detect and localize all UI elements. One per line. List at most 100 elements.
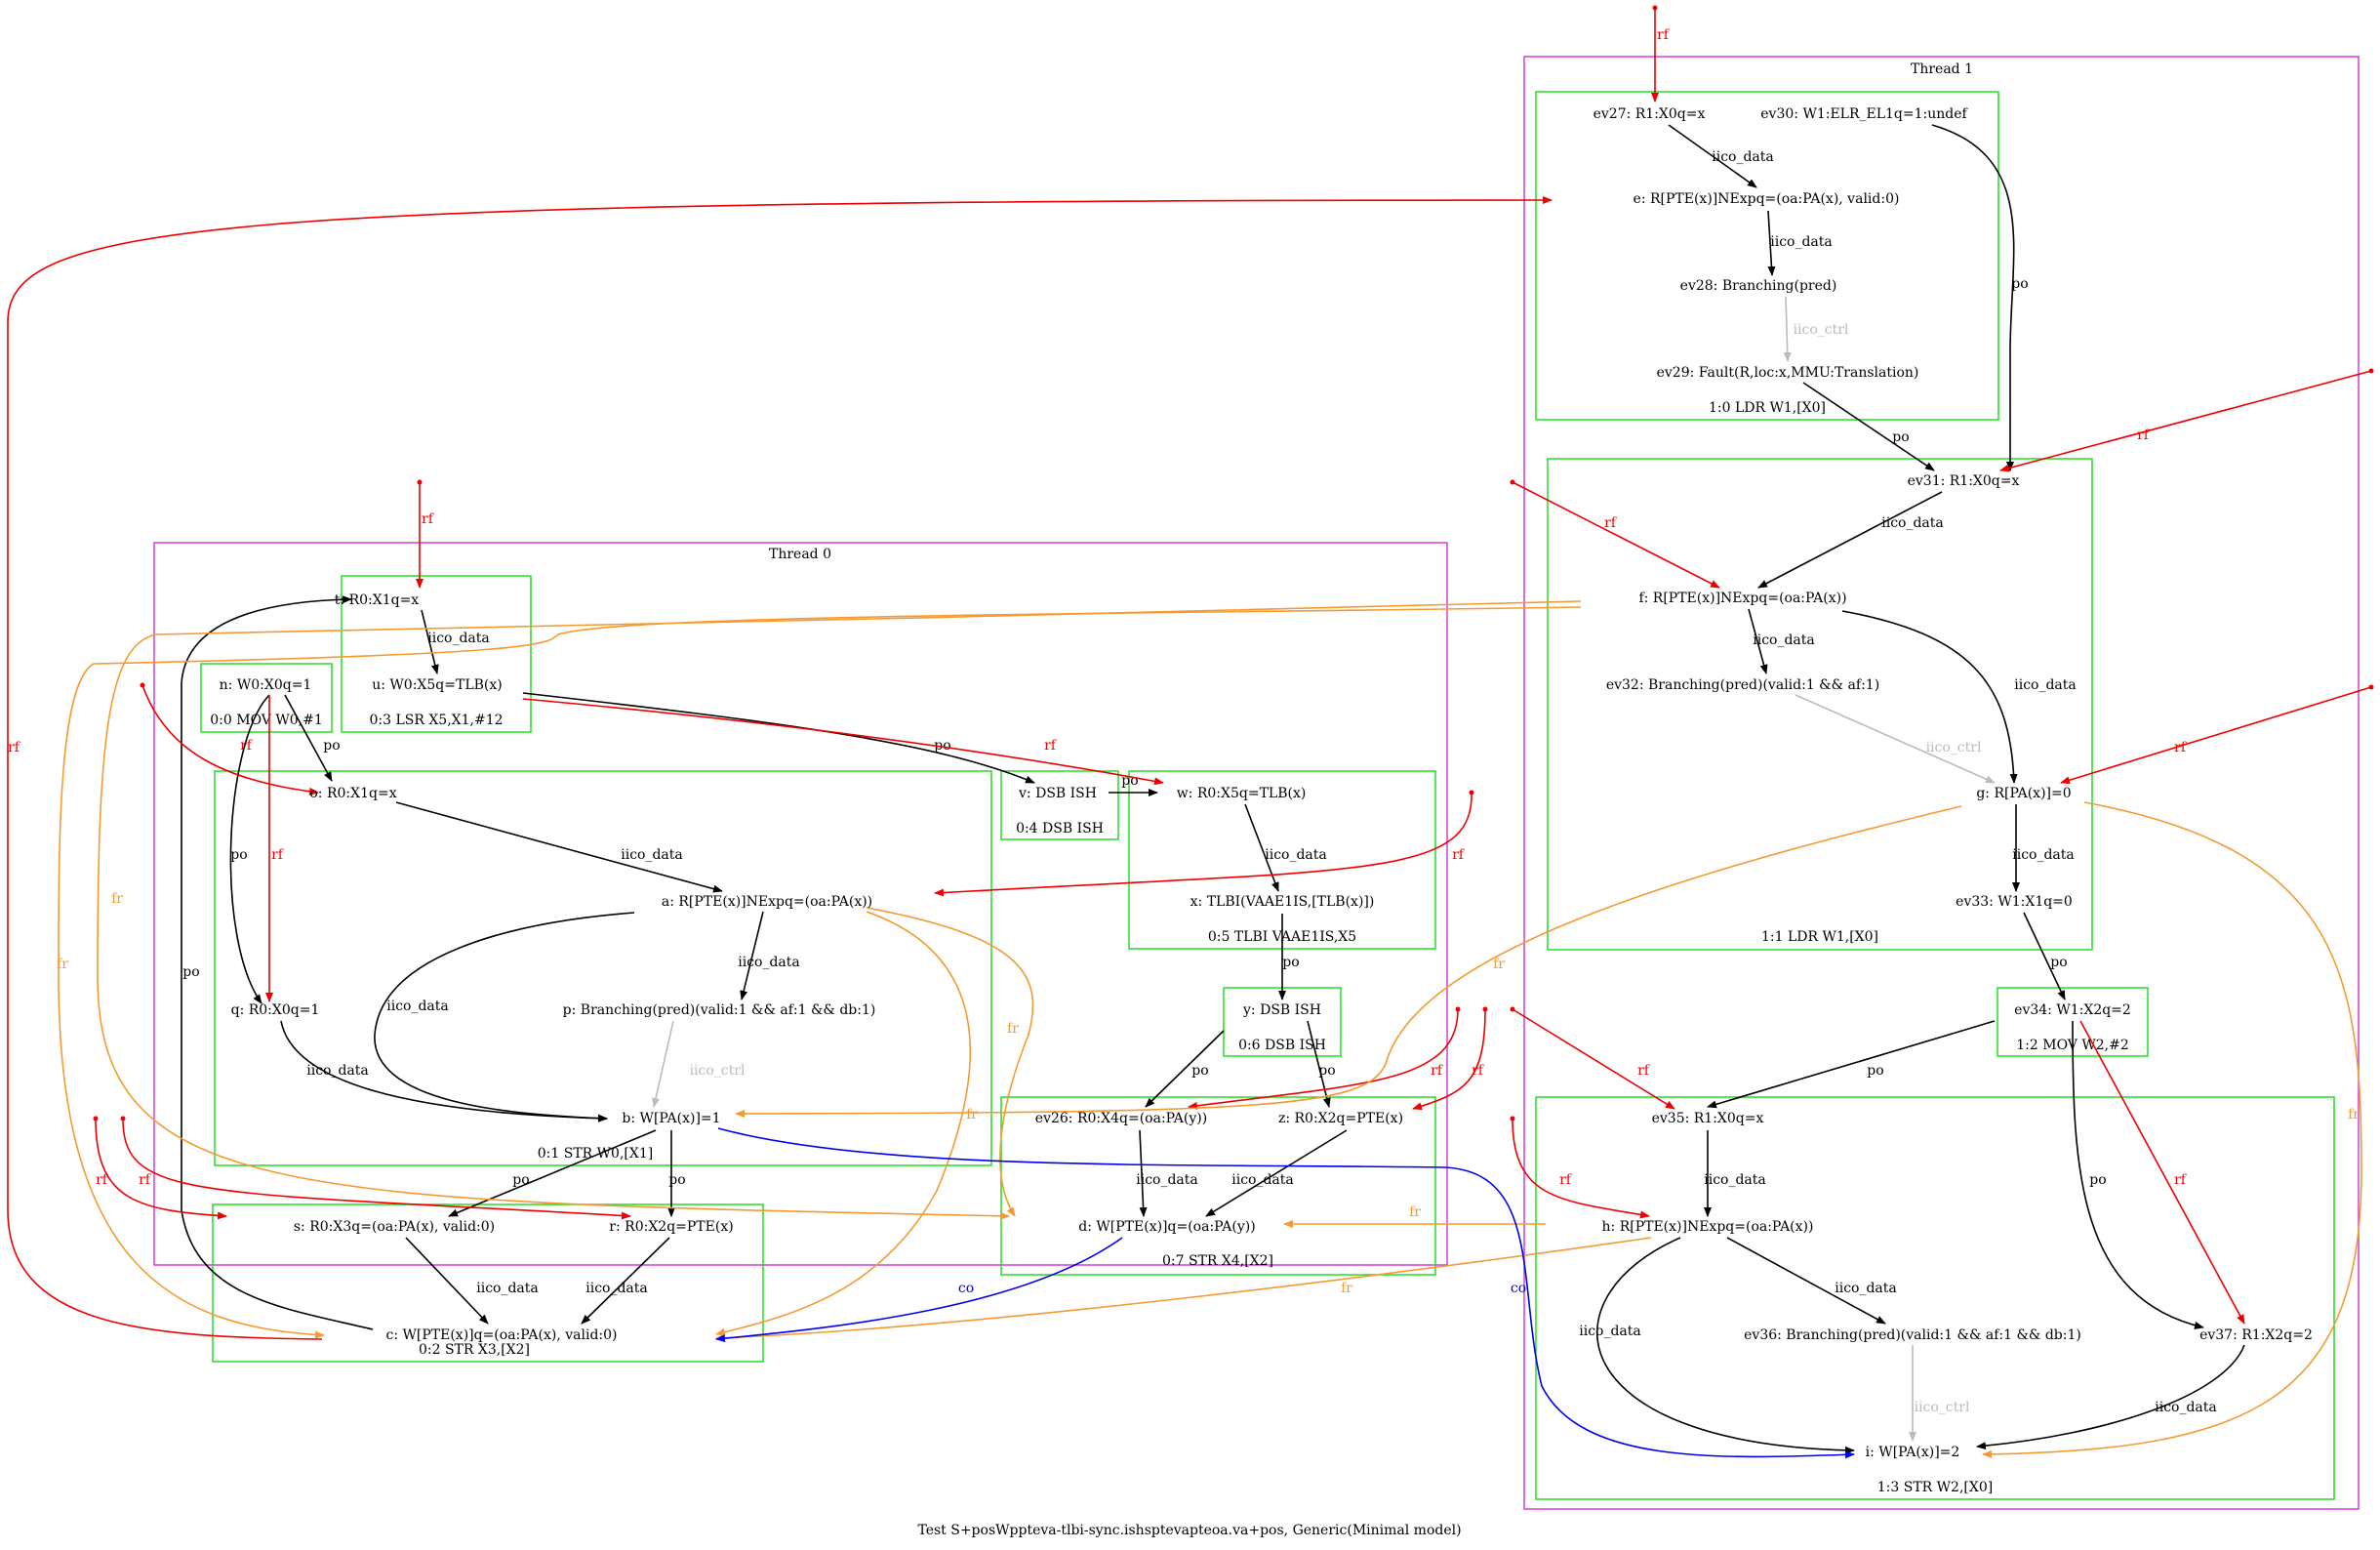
edge-fr-g-i-line — [1982, 801, 2362, 1458]
node-r: r: R0:X2q=PTE(x) — [609, 1219, 733, 1235]
edge-w-x-label: iico_data — [1265, 847, 1327, 863]
node-ev34: ev34: W1:X2q=2 — [2014, 1002, 2131, 1018]
edge-rf-init-s-line — [95, 1118, 227, 1220]
instr-cluster-0-2: 0:2 STR X3,[X2] — [212, 1203, 764, 1363]
instr-cluster-0-1: 0:1 STR W0,[X1] — [214, 770, 992, 1166]
node-o: o: R0:X1q=x — [309, 786, 396, 801]
edge-a-b-line — [374, 912, 635, 1122]
edge-y-ev26: po — [1145, 1030, 1225, 1108]
edge-rf-init-ev35-line — [1512, 1008, 1675, 1110]
init-source-dot-7 — [120, 1116, 126, 1122]
edge-rf-u-w: rf — [522, 698, 1164, 786]
edge-rf-init-ev31-label: rf — [2137, 428, 2151, 443]
edge-rf-init-s-label: rf — [96, 1172, 109, 1188]
edge-fr-f-c-label: fr — [57, 957, 68, 972]
edge-rf-ev34-ev37: rf — [2079, 1020, 2245, 1325]
edge-p-b-label: iico_ctrl — [690, 1063, 746, 1079]
edge-fr-a-d-line — [866, 907, 1034, 1217]
edge-rf-init-z: rf — [1412, 1008, 1486, 1111]
init-source-dot-5 — [1482, 1006, 1488, 1012]
edge-fr-h-c: fr — [715, 1237, 1652, 1342]
edge-rf-init-f: rf — [1512, 481, 1720, 589]
node-v: v: DSB ISH — [1018, 786, 1097, 801]
edge-fr-a-c-line — [715, 911, 972, 1336]
instr-label-0-1: 0:1 STR W0,[X1] — [538, 1146, 653, 1162]
node-h: h: R[PTE(x)]NExpq=(oa:PA(x)) — [1602, 1219, 1814, 1235]
edge-ev33-ev34-line — [2023, 912, 2066, 1000]
edge-rf-init-r: rf — [122, 1118, 631, 1220]
edge-ev33-ev34: po — [2023, 912, 2068, 1000]
edge-f-g: iico_data — [1841, 610, 2077, 784]
edge-ev36-i: iico_ctrl — [1909, 1345, 1970, 1442]
edge-u-v-label: po — [934, 738, 950, 754]
edge-a-b: iico_data — [374, 912, 635, 1122]
edge-fr-f-c-line — [58, 606, 1582, 1339]
edge-e-ev28-line — [1767, 210, 1776, 276]
edge-ev28-ev29-line — [1783, 296, 1792, 362]
edge-a-b-label: iico_data — [386, 999, 449, 1014]
edge-ev30-ev31: po — [1931, 124, 2029, 471]
edge-rf-init-o: rf — [141, 684, 319, 795]
edge-h-i: iico_data — [1579, 1237, 1855, 1454]
edge-q-b-label: iico_data — [306, 1063, 369, 1079]
edge-fr-f-d: fr — [97, 600, 1582, 1220]
edge-rf-n-q: rf — [265, 695, 285, 1002]
node-ev33: ev33: W1:X1q=0 — [1956, 894, 2073, 910]
node-z: z: R0:X2q=PTE(x) — [1278, 1111, 1403, 1126]
edge-p-b-line — [652, 1020, 674, 1108]
edge-f-ev32-label: iico_data — [1753, 632, 1815, 648]
edge-f-g-label: iico_data — [2014, 677, 2077, 693]
thread-0-label: Thread 0 — [769, 547, 831, 562]
edge-ev34-ev35: po — [1707, 1020, 1996, 1109]
node-x: x: TLBI(VAAE1IS,[TLB(x)]) — [1190, 894, 1375, 910]
instr-label-0-6: 0:6 DSB ISH — [1238, 1038, 1326, 1053]
edge-h-i-label: iico_data — [1579, 1324, 1641, 1339]
edge-t-u: iico_data — [421, 609, 490, 674]
edge-rf-init-ev27: rf — [1651, 8, 1671, 102]
edge-rf-init-t: rf — [416, 482, 435, 589]
node-ev27: ev27: R1:X0q=x — [1593, 106, 1706, 122]
edge-o-a-label: iico_data — [621, 847, 683, 863]
edge-h-ev36-line — [1726, 1237, 1886, 1325]
edge-rf-init-g: rf — [2060, 686, 2372, 785]
edge-q-b-line — [280, 1020, 608, 1122]
edge-y-z-line — [1307, 1020, 1331, 1108]
edge-ev34-ev35-label: po — [1867, 1063, 1883, 1079]
edge-rf-init-ev26-label: rf — [1431, 1063, 1444, 1079]
edge-ev28-ev29: iico_ctrl — [1783, 296, 1849, 362]
node-y: y: DSB ISH — [1242, 1002, 1321, 1018]
edge-ev29-ev31-line — [1802, 382, 1935, 471]
edge-t-u-label: iico_data — [427, 631, 490, 646]
nodes-layer: t: R0:X1q=x u: W0:X5q=TLB(x) n: W0:X0q=1… — [220, 106, 2313, 1460]
edge-s-c-label: iico_data — [476, 1281, 539, 1296]
edge-co-b-i-line — [717, 1127, 1855, 1459]
edge-rf-init-f-label: rf — [1604, 515, 1618, 531]
edge-ev27-e: iico_data — [1668, 124, 1774, 188]
edge-b-s-line — [448, 1129, 657, 1217]
node-u: u: W0:X5q=TLB(x) — [372, 677, 503, 693]
edge-fr-a-d: fr — [866, 907, 1034, 1217]
instr-label-0-3: 0:3 LSR X5,X1,#12 — [369, 713, 503, 728]
edge-n-q-line — [229, 694, 270, 1004]
edge-ev29-ev31: po — [1802, 382, 1935, 471]
edge-h-ev36: iico_data — [1726, 1237, 1897, 1325]
edge-rf-init-ev35: rf — [1512, 1008, 1675, 1110]
edge-ev34-ev37: po — [2072, 1020, 2204, 1329]
edge-b-s: po — [448, 1129, 657, 1217]
edge-rf-init-a-label: rf — [1452, 847, 1466, 863]
edge-ev35-h: iico_data — [1704, 1130, 1766, 1217]
edge-rf-init-h-label: rf — [1559, 1172, 1573, 1188]
edge-c-t: po — [181, 595, 374, 1330]
edge-t-u-line — [421, 609, 439, 674]
edge-ev26-d-line — [1139, 1129, 1148, 1217]
edge-ev35-h-label: iico_data — [1704, 1172, 1766, 1188]
edge-z-d-line — [1205, 1129, 1348, 1217]
edge-ev27-e-label: iico_data — [1712, 149, 1774, 165]
edge-fr-a-d-label: fr — [1007, 1021, 1019, 1037]
edge-ev30-ev31-line — [1931, 124, 2015, 471]
instr-label-0-4: 0:4 DSB ISH — [1016, 821, 1104, 836]
node-q: q: R0:X0q=1 — [231, 1002, 320, 1018]
edge-a-p: iico_data — [738, 911, 800, 1000]
edge-q-b: iico_data — [280, 1020, 608, 1122]
edge-fr-g-i: fr — [1982, 801, 2362, 1458]
